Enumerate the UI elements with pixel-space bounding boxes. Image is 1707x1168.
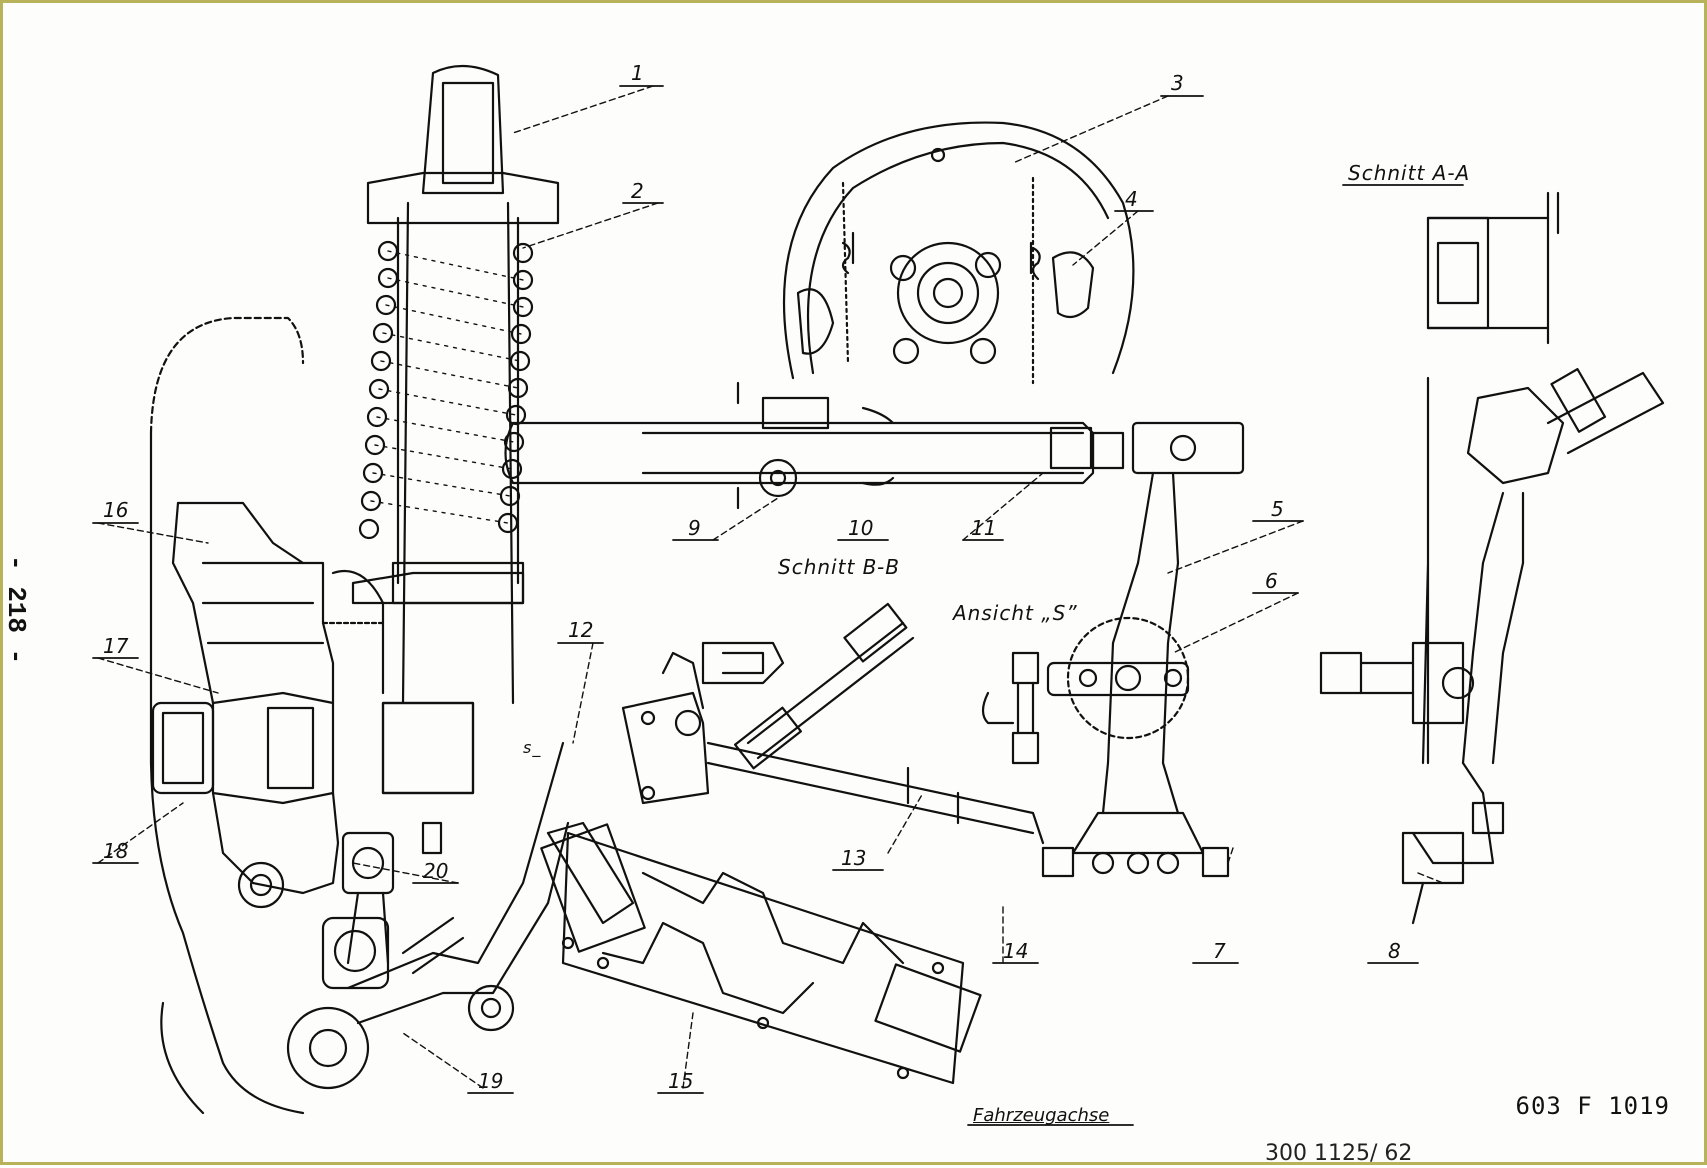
callout-18: 18: [103, 839, 129, 863]
callout-3: 3: [1171, 71, 1184, 95]
front-axle-assembly-drawing: [92, 64, 1665, 1126]
pitman-arm: [1041, 471, 1230, 878]
brake-drum: [782, 121, 1135, 385]
section-b-b-view: [701, 602, 915, 770]
callout-19: 19: [478, 1069, 504, 1093]
callout-14: 14: [1003, 939, 1029, 963]
section-a-a-label: Schnitt A-A: [1348, 161, 1471, 185]
axle-caption: Fahrzeugachse: [973, 1105, 1110, 1126]
callout-12: 12: [568, 618, 594, 642]
callout-leader-lines: [97, 85, 1444, 1089]
callout-8: 8: [1388, 939, 1401, 963]
lower-control-arm: [286, 741, 570, 1090]
callout-13: 13: [841, 846, 867, 870]
drawing-stamp: 300 1125/ 62: [1265, 1141, 1413, 1166]
callout-10: 10: [848, 516, 874, 540]
drag-link-assembly: [504, 381, 1245, 510]
callout-5: 5: [1271, 497, 1284, 521]
callout-6: 6: [1265, 569, 1278, 593]
view-s-label: Ansicht „S”: [953, 601, 1078, 625]
callout-9: 9: [688, 516, 701, 540]
callout-16: 16: [103, 498, 129, 522]
callout-7: 7: [1213, 939, 1226, 963]
steering-damper: [540, 821, 982, 1085]
callout-underlines: [92, 85, 1464, 1126]
callout-1: 1: [631, 61, 644, 85]
callout-11: 11: [971, 516, 997, 540]
coil-spring: [358, 240, 534, 540]
callout-17: 17: [103, 634, 129, 658]
section-a-a-view: [1421, 191, 1560, 765]
wheel-hub-knuckle: [151, 501, 385, 909]
section-b-b-label: Schnitt B-B: [778, 555, 900, 579]
ball-joint: [341, 821, 443, 965]
s-marker: s_: [523, 738, 542, 757]
callout-20: 20: [423, 859, 449, 883]
callout-15: 15: [668, 1069, 694, 1093]
callout-4: 4: [1125, 187, 1138, 211]
callout-2: 2: [631, 179, 644, 203]
page-number: - 218 -: [1, 555, 31, 665]
idler-bracket: [621, 651, 1045, 845]
right-steering-linkage: [1319, 368, 1665, 925]
wheel-tire-outline: [149, 316, 305, 1115]
view-s-detail: [981, 651, 1040, 765]
strut-column: [351, 64, 560, 795]
document-number: 603 F 1019: [1515, 1092, 1670, 1120]
